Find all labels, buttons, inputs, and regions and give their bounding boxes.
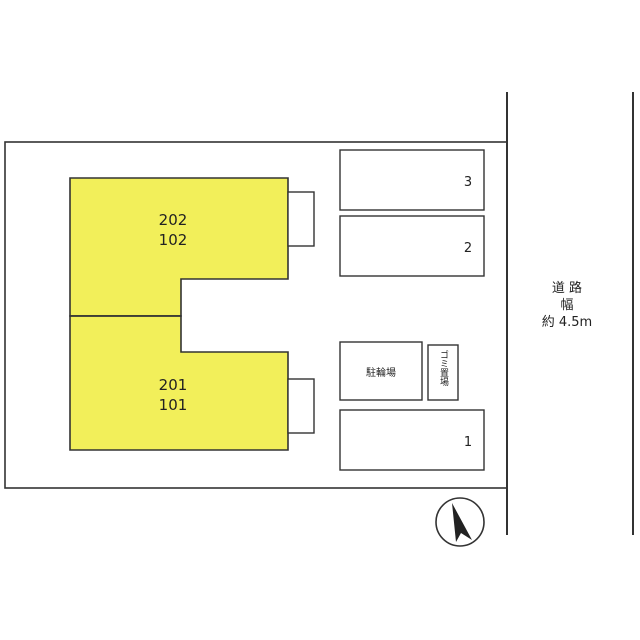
unit-label-201: 201 xyxy=(159,376,188,394)
bicycle-parking-label: 駐輪場 xyxy=(366,366,396,379)
north-arrow-icon xyxy=(435,497,485,547)
garbage-area xyxy=(427,344,459,401)
entrance-upper xyxy=(287,191,315,247)
unit-label-102: 102 xyxy=(159,231,188,249)
road-label-line3: 約 4.5m xyxy=(542,315,592,330)
garbage-area-label: ゴミ置場 xyxy=(438,349,449,387)
road-label-line1: 道 路 xyxy=(552,280,582,296)
parking-space-1 xyxy=(339,409,485,471)
road-label-line2: 幅 xyxy=(560,298,573,313)
parking-space-2 xyxy=(339,215,485,277)
parking-label-2: 2 xyxy=(464,241,472,256)
bicycle-parking xyxy=(339,341,423,401)
unit-label-101: 101 xyxy=(159,396,188,414)
unit-label-202: 202 xyxy=(159,211,188,229)
parking-label-3: 3 xyxy=(464,175,472,190)
parking-label-1: 1 xyxy=(464,435,472,450)
entrance-lower xyxy=(287,378,315,434)
parking-space-3 xyxy=(339,149,485,211)
